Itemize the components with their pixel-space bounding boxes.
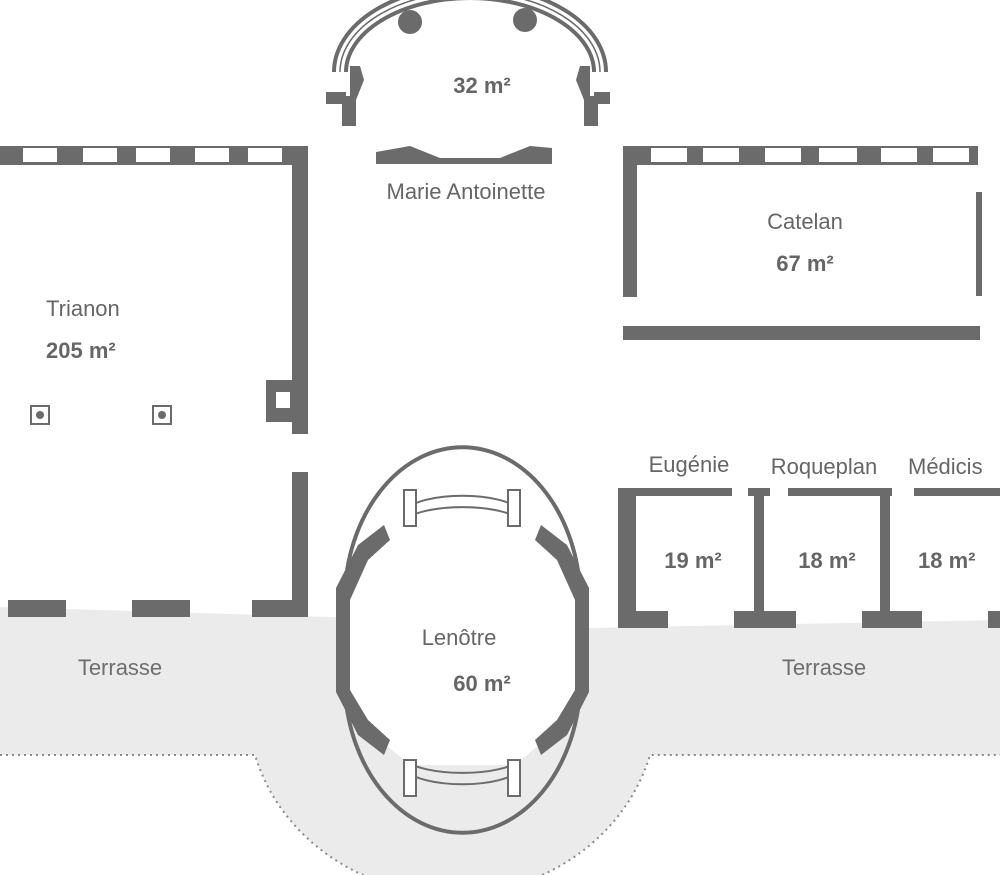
marie-antoinette-name: Marie Antoinette <box>387 179 546 204</box>
catelan-walls <box>623 146 982 340</box>
catelan-area: 67 m² <box>776 251 833 276</box>
trianon-columns <box>30 405 172 425</box>
eugenie-area: 19 m² <box>664 548 721 573</box>
small-rooms-walls <box>618 488 1000 628</box>
lenotre-walls <box>336 445 589 835</box>
trianon-walls <box>0 146 308 617</box>
marie-antoinette-area: 32 m² <box>453 73 510 98</box>
lenotre-area: 60 m² <box>453 671 510 696</box>
lenotre-name: Lenôtre <box>422 625 497 650</box>
roqueplan-area: 18 m² <box>798 548 855 573</box>
medicis-name: Médicis <box>908 454 983 479</box>
marie-antoinette-walls <box>326 0 610 164</box>
terrace-right-label: Terrasse <box>782 655 866 680</box>
trianon-name: Trianon <box>46 296 120 321</box>
medicis-area: 18 m² <box>918 548 975 573</box>
terrace-left-label: Terrasse <box>78 655 162 680</box>
eugenie-name: Eugénie <box>649 452 730 477</box>
catelan-name: Catelan <box>767 209 843 234</box>
terrace-edge <box>0 754 1000 875</box>
roqueplan-name: Roqueplan <box>771 454 877 479</box>
trianon-area: 205 m² <box>46 338 116 363</box>
